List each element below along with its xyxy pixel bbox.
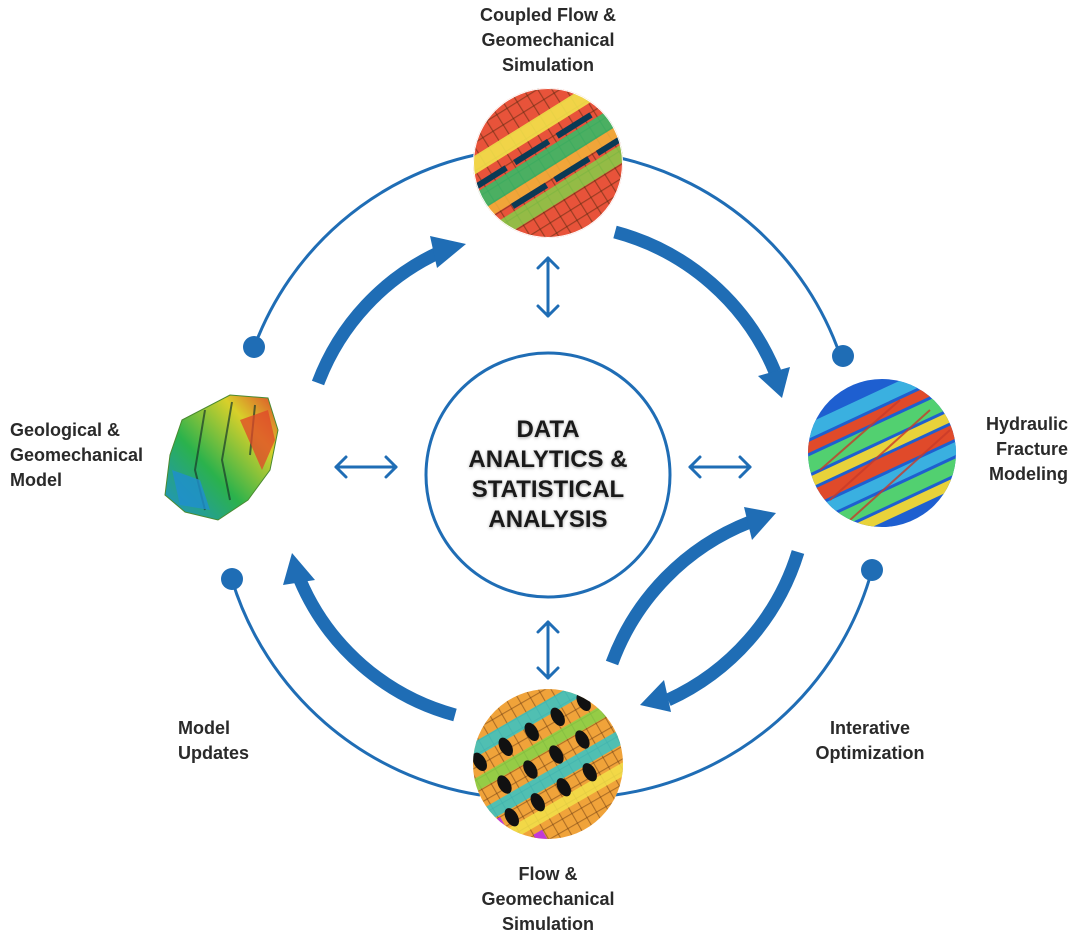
loop-label-optimization: Interative Optimization [815,718,925,763]
double-arrow-left-icon [334,455,398,479]
loop-line-top-left [253,153,476,346]
loop-dot-bottom-right [861,559,883,581]
center-label: DATA ANALYTICS & STATISTICAL ANALYSIS [468,416,628,533]
node-label-left: Geological & Geomechanical Model [10,420,144,490]
geological-surface-model-image [164,394,279,521]
node-label-top: Coupled Flow & Geomechanical Simulation [480,5,616,75]
loop-dot-bottom-left [221,568,243,590]
loop-dot-top-left [243,336,265,358]
loop-line-top-right [619,156,842,356]
flow-simulation-grid-image [473,689,623,839]
outer-loop-lines [230,153,874,797]
arrow-top-to-right-shaft [613,225,782,375]
coupled-simulation-mesh-image [473,88,623,238]
loop-line-bottom-left [230,579,481,797]
arrow-right-to-bottom-shaft [665,550,805,706]
double-arrow-top-icon [536,256,560,318]
loop-dot-top-right [832,345,854,367]
flow-arrowheads [283,236,790,712]
flow-arrows [294,225,805,722]
arrowhead-top-right [758,367,790,398]
center-circle [424,351,672,599]
node-label-right: Hydraulic Fracture Modeling [985,414,1068,484]
loop-line-bottom-right [614,569,874,797]
arrow-bottom-to-right-shaft [605,515,753,666]
arrowhead-bottom-right [640,680,671,712]
arrowhead-top-left [430,236,466,268]
node-label-bottom: Flow & Geomechanical Simulation [481,864,615,934]
arrow-left-to-top-shaft [311,246,443,386]
loop-label-model-updates: Model Updates [178,718,250,763]
loop-end-dots [221,336,883,590]
double-arrow-bottom-icon [536,620,560,680]
arrowhead-left-bottom [283,553,315,585]
arrowhead-right-lower [744,507,776,540]
double-arrows [334,256,752,680]
arrow-bottom-to-left-shaft [294,577,457,722]
double-arrow-right-icon [688,455,752,479]
